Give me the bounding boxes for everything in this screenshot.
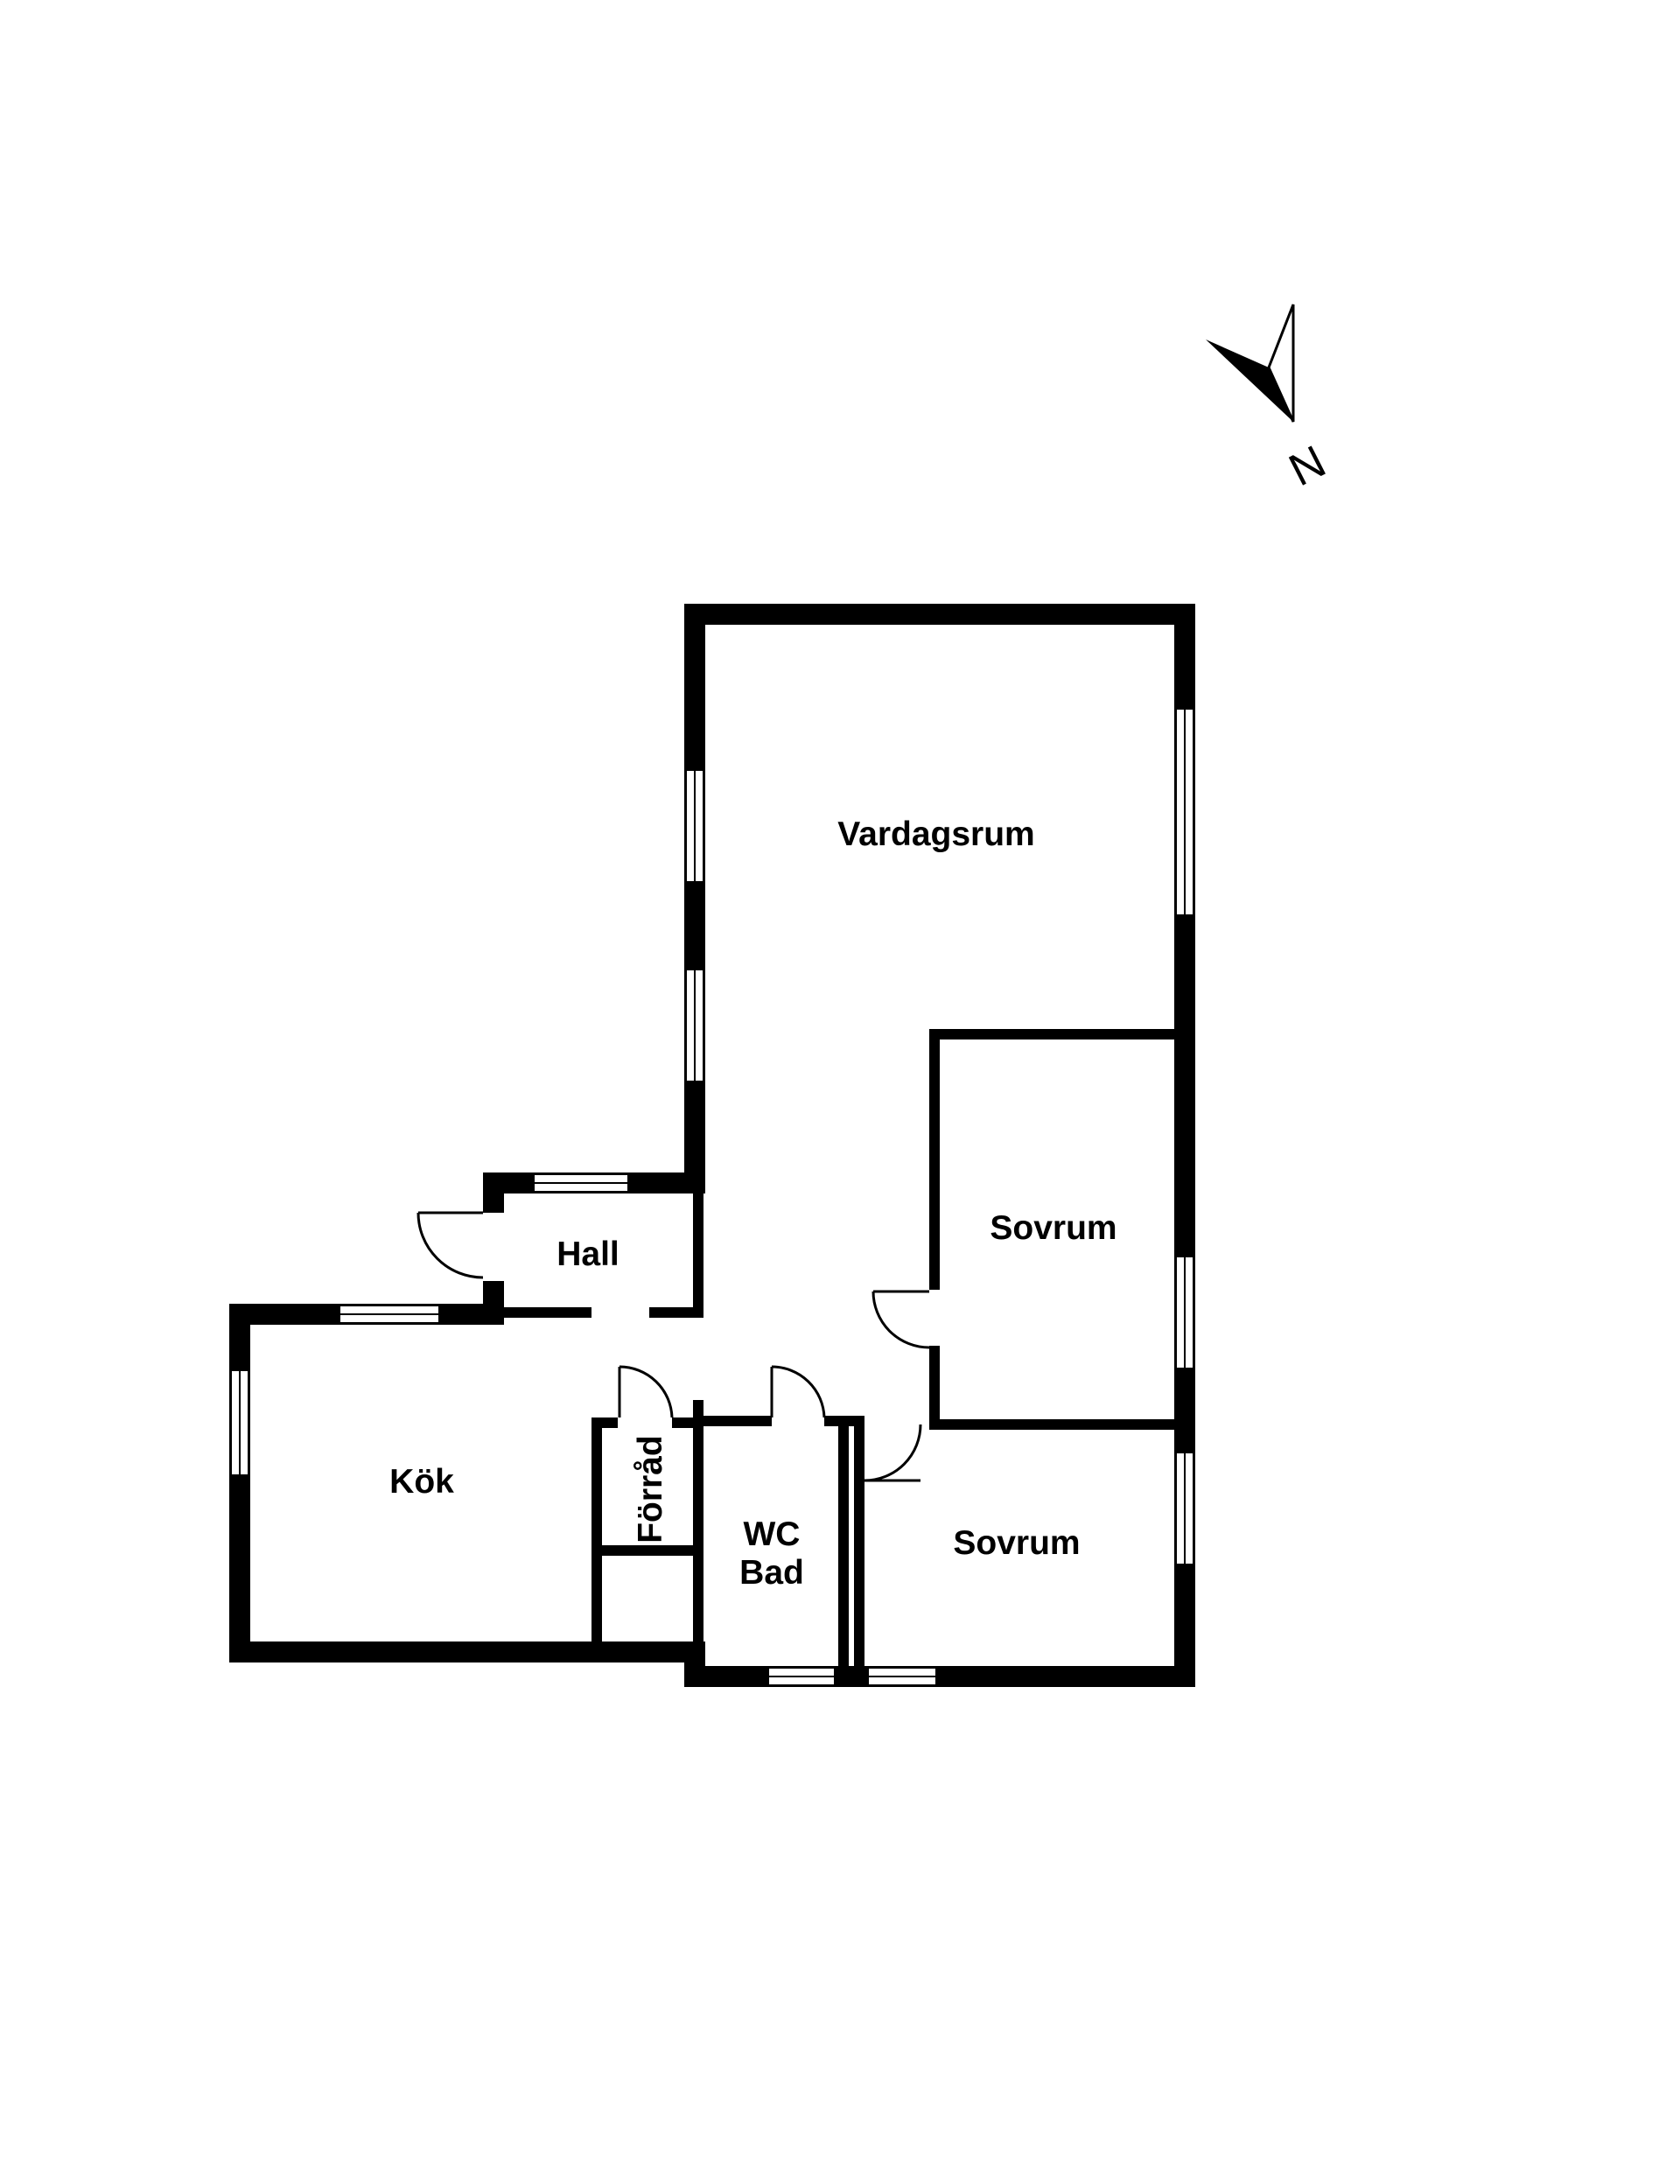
- doors: [416, 1211, 930, 1482]
- compass-label: N: [1281, 436, 1334, 496]
- wall-bottom-left: [229, 1642, 705, 1662]
- wall-bedroom-top: [929, 1029, 1176, 1040]
- door-entrance: [416, 1211, 484, 1279]
- window-bedroom-lower-bottom: [867, 1667, 937, 1686]
- interior-walls: [502, 1029, 1176, 1668]
- door-bedroom-lower: [864, 1424, 922, 1482]
- room-label-sovrum-upper: Sovrum: [990, 1209, 1116, 1247]
- window-kitchen-top: [339, 1305, 440, 1324]
- room-label-hall: Hall: [556, 1236, 620, 1273]
- door-storage: [618, 1365, 674, 1418]
- room-label-bad: Bad: [739, 1554, 804, 1592]
- window-bedroom-lower: [1175, 1452, 1194, 1565]
- north-arrow-outline-icon: [1267, 304, 1295, 423]
- wall-top: [684, 604, 1195, 625]
- room-label-sovrum-lower: Sovrum: [953, 1524, 1080, 1562]
- room-label-kok: Kök: [389, 1463, 454, 1501]
- wall-storage-left: [592, 1418, 602, 1654]
- windows: [230, 708, 1194, 1686]
- window-kitchen-left: [230, 1369, 249, 1476]
- wall-bedroom-left-lower: [929, 1346, 940, 1426]
- room-label-vardagsrum: Vardagsrum: [837, 816, 1034, 853]
- wall-left-upper: [684, 604, 705, 1194]
- wall-bath-top-left: [693, 1416, 772, 1426]
- room-labels: Vardagsrum Sovrum Sovrum Hall Kök Förråd…: [389, 816, 1116, 1592]
- window-living-left-lower: [685, 969, 704, 1082]
- compass: N: [1206, 304, 1334, 496]
- wall-left: [229, 1304, 250, 1662]
- wall-hall-right: [693, 1188, 704, 1318]
- door-bathroom: [770, 1365, 826, 1418]
- window-hall: [533, 1173, 629, 1193]
- wall-bedrooms-divider: [929, 1419, 1176, 1430]
- wall-hall-bottom-right: [649, 1307, 704, 1318]
- wall-storage-bottom: [592, 1545, 702, 1556]
- wall-hall-bottom-left: [502, 1307, 592, 1318]
- door-bedroom-upper: [872, 1290, 930, 1349]
- wall-bottom-right: [684, 1666, 1195, 1687]
- wall-bath-right: [838, 1423, 849, 1668]
- wall-lower-bedroom-left: [854, 1426, 864, 1668]
- window-bath: [767, 1667, 836, 1686]
- wall-hall-left-lower: [483, 1281, 504, 1325]
- room-label-wc: WC: [744, 1516, 801, 1553]
- window-living-right: [1175, 708, 1194, 916]
- wall-storage-right-top: [672, 1418, 704, 1428]
- window-bedroom-upper: [1175, 1256, 1194, 1369]
- window-living-left-upper: [685, 769, 704, 883]
- wall-bedroom-left-upper: [929, 1029, 940, 1290]
- wall-bath-left: [693, 1400, 704, 1668]
- north-arrow-icon: [1206, 340, 1293, 422]
- room-label-forrad: Förråd: [632, 1435, 669, 1544]
- wall-bath-top-right: [824, 1416, 864, 1426]
